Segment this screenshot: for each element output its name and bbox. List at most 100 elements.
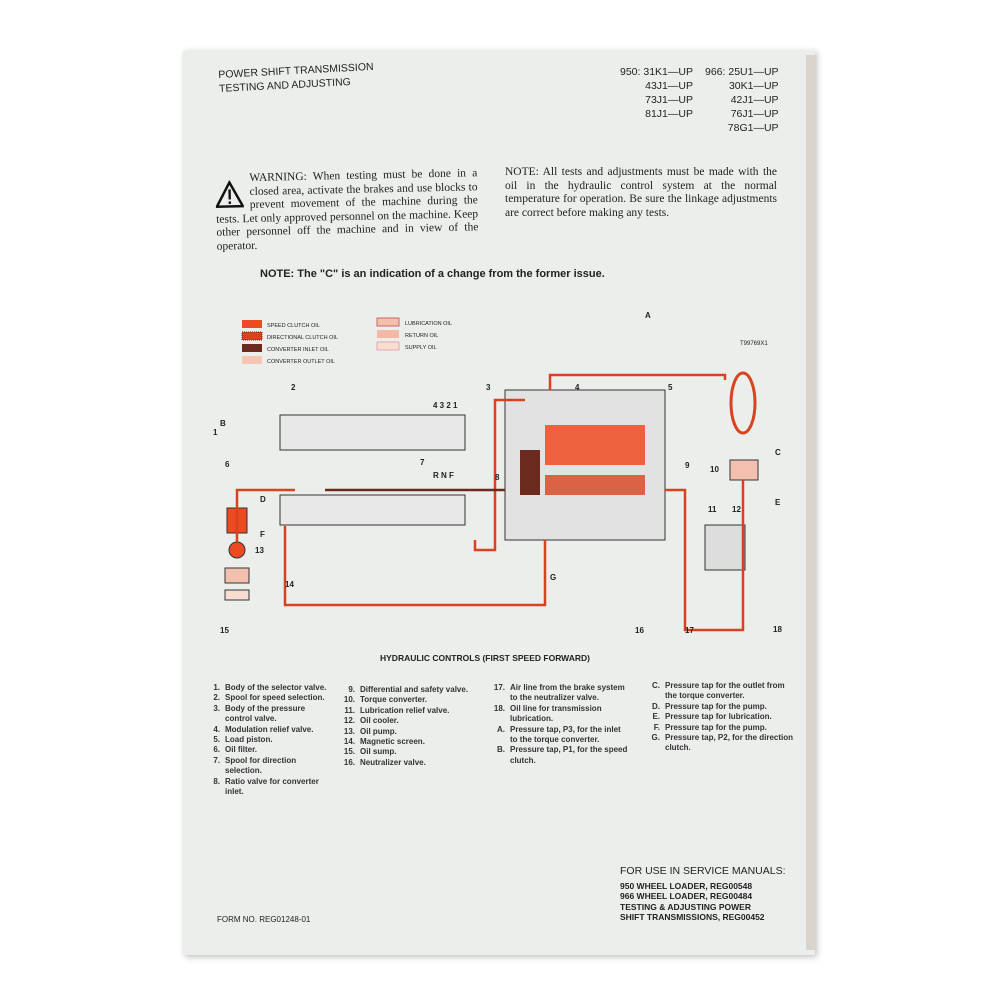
- legend-label: RETURN OIL: [405, 333, 438, 339]
- item-text: Oil line for transmission lubrication.: [510, 703, 602, 724]
- legend-item: 13.Oil pump.: [340, 727, 475, 737]
- oil-lines: [235, 373, 745, 632]
- model: 73J1—UP: [645, 94, 693, 106]
- item-text: Load piston.: [225, 735, 273, 745]
- warning-icon: [215, 180, 244, 209]
- legend-item: 17.Air line from the brake system to the…: [490, 683, 630, 704]
- callout: E: [775, 498, 781, 507]
- item-text: Spool for speed selection.: [225, 693, 325, 703]
- item-key: 8.: [213, 776, 220, 786]
- item-key: G.: [651, 733, 660, 743]
- item-text: Air line from the brake system to the ne…: [510, 683, 625, 703]
- legend-label: SUPPLY OIL: [405, 345, 437, 351]
- legend-item: 10.Torque converter.: [340, 695, 475, 705]
- model: 43J1—UP: [645, 80, 693, 92]
- legend-label: CONVERTER INLET OIL: [267, 347, 329, 353]
- item-key: E.: [652, 712, 660, 722]
- diagram-ref: T99769X1: [740, 341, 768, 347]
- diagram-caption: HYDRAULIC CONTROLS (FIRST SPEED FORWARD): [380, 653, 590, 663]
- legend-label: LUBRICATION OIL: [405, 321, 452, 327]
- hydraulic-diagram: T99769X1 SPEED CLUTCH OIL DIRECTIONAL CL…: [213, 311, 782, 635]
- service-line: TESTING & ADJUSTING POWER: [620, 901, 751, 912]
- page-edge: [806, 55, 816, 950]
- diagram-callouts: 4 3 2 1 R N F 1 2 3 4 5 6 7 8 9 10 11 12…: [213, 311, 782, 635]
- callout: 5: [668, 383, 673, 392]
- item-text: Pressure tap for the outlet from the tor…: [665, 681, 785, 701]
- callout: A: [645, 311, 651, 320]
- callout: 16: [635, 626, 644, 635]
- callout: D: [260, 495, 266, 504]
- item-key: 18.: [493, 703, 505, 713]
- model: 81J1—UP: [645, 108, 693, 120]
- form-number: FORM NO. REG01248-01: [217, 915, 311, 924]
- callout: 11: [708, 505, 717, 514]
- direction-positions: R N F: [433, 471, 454, 480]
- callout: G: [550, 573, 556, 582]
- diagram-legend: SPEED CLUTCH OIL DIRECTIONAL CLUTCH OIL …: [241, 317, 452, 365]
- item-text: Pressure tap, P1, for the speed clutch.: [510, 745, 628, 765]
- model: 950: 31K1—UP: [620, 66, 693, 78]
- callout: C: [775, 448, 781, 457]
- item-key: 14.: [343, 737, 355, 747]
- callout: 13: [255, 546, 264, 555]
- models-950: 950: 31K1—UP 43J1—UP 73J1—UP 81J1—UP: [620, 65, 693, 121]
- item-key: 12.: [343, 716, 355, 726]
- legend-column-2: 9. Differential and safety valve. 10.Torq…: [340, 685, 475, 768]
- callout: 14: [285, 580, 294, 589]
- callout: 15: [220, 626, 229, 635]
- item-text: Pressure tap, P3, for the inlet to the t…: [510, 724, 621, 745]
- service-manuals: FOR USE IN SERVICE MANUALS: 950 WHEEL LO…: [620, 866, 786, 923]
- legend-item: 4. Modulation relief valve.: [205, 725, 330, 735]
- item-key: D.: [652, 701, 660, 711]
- service-line: 966 WHEEL LOADER, REG00484: [620, 891, 753, 901]
- legend-item: B.Pressure tap, P1, for the speed clutch…: [490, 745, 630, 766]
- item-text: Oil cooler.: [360, 716, 399, 726]
- legend-item: 12. Oil cooler.: [340, 716, 475, 726]
- legend-item: 3.Body of the pressure control valve.: [205, 704, 330, 725]
- legend-column-1: 1.Body of the selector valve. 2.Spool fo…: [205, 683, 330, 797]
- legend-item: 16. Neutralizer valve.: [340, 758, 475, 768]
- legend-item: 15. Oil sump.: [340, 747, 475, 757]
- item-key: 9.: [348, 685, 355, 694]
- item-text: Modulation relief valve.: [225, 724, 314, 734]
- callout: F: [260, 530, 265, 539]
- legend-item: 8.Ratio valve for converter inlet.: [205, 777, 330, 798]
- item-key: 2.: [213, 693, 220, 703]
- warning-text: WARNING: When testing must be done in a …: [216, 167, 479, 253]
- item-key: 11.: [344, 705, 355, 715]
- item-text: Torque converter.: [360, 695, 427, 705]
- item-text: Pressure tap for the pump.: [665, 722, 767, 732]
- service-line: 950 WHEEL LOADER, REG00548: [620, 880, 753, 891]
- callout: 8: [495, 473, 500, 482]
- model: 42J1—UP: [730, 94, 779, 106]
- item-text: Differential and safety valve.: [360, 685, 469, 694]
- item-key: 15.: [343, 747, 355, 757]
- legend-label: CONVERTER OUTLET OIL: [267, 359, 335, 365]
- item-key: 1.: [213, 683, 220, 692]
- item-text: Pressure tap, P2, for the direction clut…: [665, 733, 794, 753]
- item-text: Magnetic screen.: [360, 737, 425, 747]
- callout: 1: [213, 428, 218, 437]
- item-key: 4.: [213, 724, 220, 734]
- item-key: F.: [653, 722, 660, 732]
- speed-positions: 4 3 2 1: [433, 401, 458, 410]
- model: 30K1—UP: [728, 80, 779, 92]
- item-text: Oil sump.: [360, 747, 397, 757]
- item-text: Neutralizer valve.: [360, 757, 426, 767]
- item-key: 16.: [343, 757, 355, 767]
- valve-body: [224, 371, 759, 601]
- legend-item: 2. Spool for speed selection.: [205, 693, 330, 703]
- callout: 6: [225, 460, 230, 469]
- callout: 7: [420, 458, 425, 467]
- legend-item: 18. Oil line for transmission lubrication…: [490, 704, 630, 725]
- item-key: A.: [497, 724, 505, 734]
- item-text: Pressure tap for lubrication.: [665, 712, 772, 722]
- callout: 3: [486, 383, 491, 392]
- item-text: Body of the pressure control valve.: [225, 703, 306, 724]
- item-text: Lubrication relief valve.: [360, 705, 450, 715]
- callout: 18: [773, 625, 782, 634]
- legend-item: 5.Load piston.: [205, 735, 330, 745]
- legend-item: D.Pressure tap for the pump.: [645, 702, 795, 712]
- item-key: 6.: [213, 745, 220, 755]
- item-key: 7.: [213, 755, 220, 765]
